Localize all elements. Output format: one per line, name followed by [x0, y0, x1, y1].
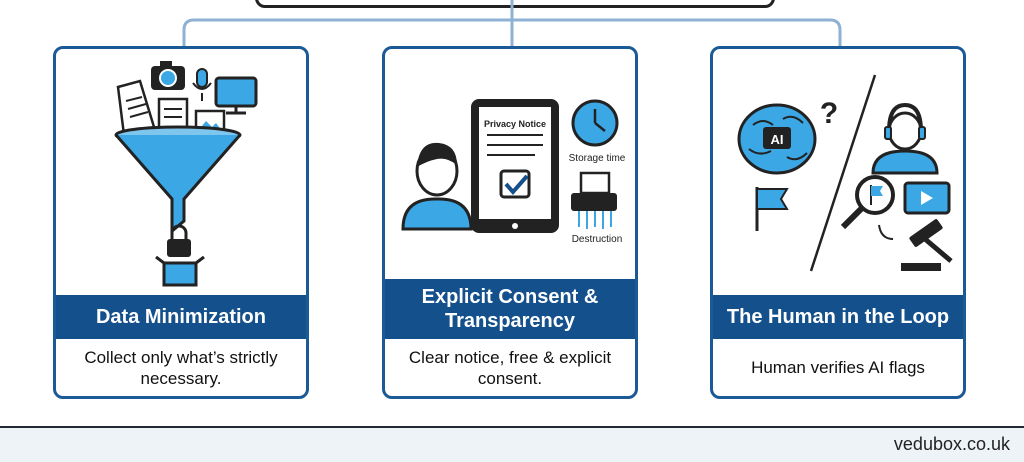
- camera-icon: [151, 61, 185, 90]
- lock-icon: [167, 224, 191, 257]
- clock-icon: [571, 99, 619, 147]
- question-icon: ?: [820, 97, 838, 130]
- card-illustration: AI ?: [737, 74, 953, 272]
- operator-icon: [871, 102, 939, 175]
- divider-line: [809, 74, 877, 272]
- tablet-icon: [471, 99, 559, 233]
- funnel-icon: [114, 125, 242, 235]
- card-description: Collect only what’s strictly necessary.: [84, 347, 278, 388]
- magnifier-icon: [840, 175, 895, 230]
- card-title: Explicit Consent & Transparency: [385, 279, 635, 339]
- ai-label: AI: [771, 132, 784, 147]
- destruction-label: Destruction: [572, 234, 623, 245]
- card-illustration: Privacy Notice Storage time Destruction: [401, 99, 626, 245]
- card-illustration: [114, 61, 258, 287]
- privacy-notice-label: Privacy Notice: [484, 119, 546, 129]
- brain-icon: [737, 103, 817, 175]
- gavel-icon: [901, 219, 953, 271]
- card-consent-transparency: Privacy Notice Storage time Destruction …: [382, 46, 638, 399]
- footer: vedubox.co.uk: [0, 426, 1024, 462]
- shredder-icon: [571, 171, 617, 229]
- arrow-icon: [878, 224, 894, 240]
- flag-icon: [755, 187, 789, 231]
- card-human-in-loop: AI ? The Human in t: [710, 46, 966, 399]
- card-description: Human verifies AI flags: [751, 358, 925, 377]
- card-data-minimization: Data Minimization Collect only what’s st…: [53, 46, 309, 399]
- checkbox-icon: [499, 169, 531, 199]
- footer-site-text: vedubox.co.uk: [893, 434, 1010, 454]
- video-icon: [903, 181, 951, 215]
- box-icon: [155, 255, 205, 287]
- card-title: The Human in the Loop: [713, 295, 963, 339]
- microphone-icon: [192, 68, 212, 101]
- card-description: Clear notice, free & explicit consent.: [408, 347, 612, 388]
- storage-time-label: Storage time: [569, 153, 626, 164]
- person-icon: [401, 142, 473, 231]
- card-title: Data Minimization: [56, 295, 306, 339]
- monitor-icon: [214, 76, 258, 115]
- connector-lines: [182, 0, 842, 46]
